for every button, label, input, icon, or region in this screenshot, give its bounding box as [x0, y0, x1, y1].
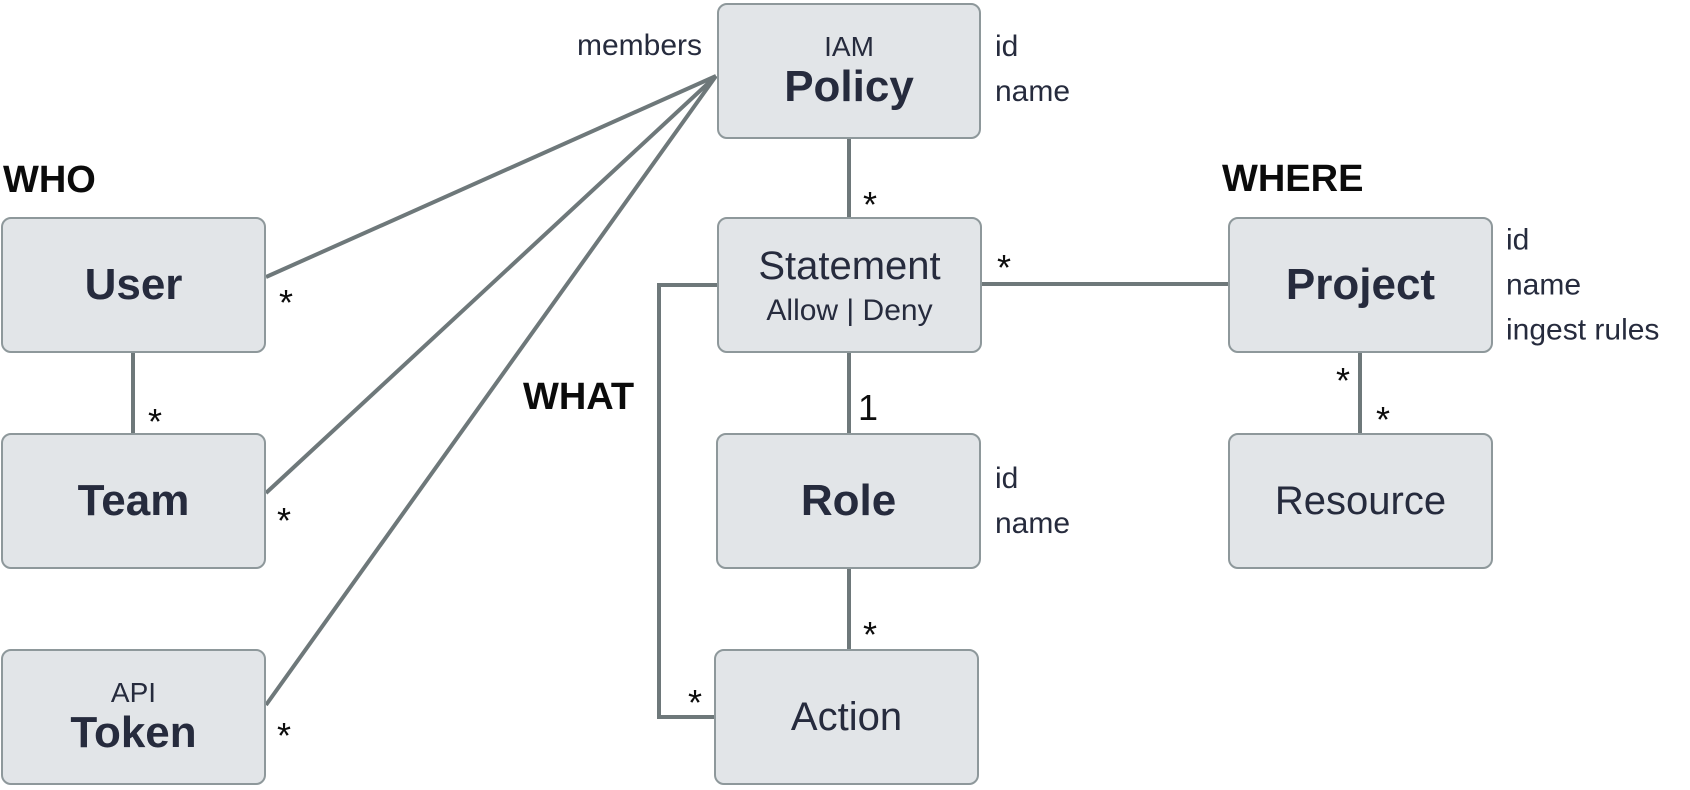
cardinality-team-user: * [147, 401, 163, 442]
entity-statement-name: Statement [758, 244, 941, 288]
entity-action: Action [714, 649, 979, 785]
edge-user-policy [265, 74, 717, 279]
entity-role-attributes: id name [995, 456, 1070, 546]
cardinality-user-policy: * [278, 282, 294, 323]
entity-team: Team [1, 433, 266, 569]
entity-resource-name: Resource [1274, 479, 1447, 523]
cardinality-team-policy: * [276, 500, 292, 541]
entity-token-name: Token [70, 708, 197, 757]
entity-statement: Statement Allow | Deny [717, 217, 982, 353]
attribute: id [995, 462, 1019, 495]
section-label-who: WHO [3, 159, 96, 201]
attribute: id [995, 30, 1019, 63]
entity-team-name: Team [77, 476, 190, 525]
entity-policy-qualifier: IAM [824, 31, 874, 62]
entity-role-name: Role [800, 476, 897, 525]
cardinality-project-resource-lower: * [1375, 399, 1391, 440]
entity-role: Role [716, 433, 981, 569]
cardinality-token-policy: * [276, 715, 292, 756]
entity-action-name: Action [790, 695, 903, 739]
entity-project: Project [1228, 217, 1493, 353]
entity-project-name: Project [1285, 260, 1436, 309]
entity-user: User [1, 217, 266, 353]
cardinality-project-resource-upper: * [1335, 360, 1351, 401]
entity-project-attributes: id name ingest rules [1506, 218, 1659, 353]
entity-statement-effect: Allow | Deny [766, 294, 933, 327]
edge-statement-action [657, 283, 717, 719]
entity-resource: Resource [1228, 433, 1493, 569]
cardinality-statement-action: * [687, 682, 703, 723]
entity-policy-attributes: id name [995, 24, 1070, 114]
entity-token: API Token [1, 649, 266, 785]
section-label-what: WHAT [523, 376, 635, 418]
cardinality-policy-statement: * [862, 184, 878, 225]
section-label-where: WHERE [1222, 158, 1364, 200]
entity-user-name: User [84, 260, 183, 309]
attribute: id [1506, 223, 1530, 257]
relationship-label-members: members [576, 29, 702, 62]
attribute: ingest rules [1506, 313, 1660, 347]
entity-policy-name: Policy [784, 62, 914, 111]
attribute: name [1506, 268, 1582, 302]
edge-token-policy [264, 74, 718, 707]
entity-token-qualifier: API [110, 677, 157, 708]
attribute: name [995, 507, 1071, 540]
cardinality-role-action: * [862, 614, 878, 655]
attribute: name [995, 75, 1071, 108]
cardinality-statement-role: 1 [857, 387, 879, 428]
cardinality-statement-project: * [996, 247, 1012, 288]
edge-team-policy [264, 74, 718, 495]
entity-policy: IAM Policy [717, 3, 981, 139]
